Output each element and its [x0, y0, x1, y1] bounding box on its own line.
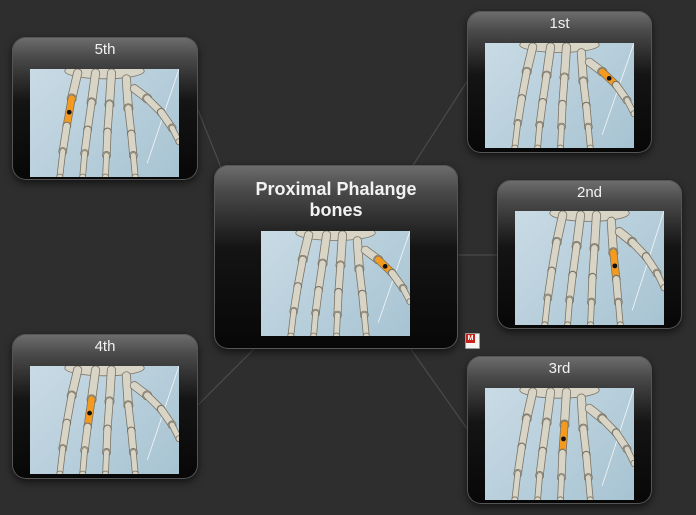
subtopic-label-2nd: 2nd [576, 184, 603, 201]
subtopic-node-5th[interactable]: 5th [12, 37, 198, 180]
document-attachment-icon[interactable]: M [465, 333, 480, 349]
hand-skeleton-image-ring [30, 366, 179, 474]
central-topic-node[interactable]: Proximal Phalange bones [214, 165, 458, 349]
subtopic-label-4th: 4th [94, 338, 116, 355]
hand-skeleton-image-index [515, 211, 664, 325]
subtopic-node-3rd[interactable]: 3rd [467, 356, 652, 504]
subtopic-node-2nd[interactable]: 2nd [497, 180, 682, 329]
hand-skeleton-image-middle [485, 388, 634, 500]
subtopic-node-4th[interactable]: 4th [12, 334, 198, 479]
central-topic-title: Proximal Phalange bones [255, 179, 417, 220]
subtopic-label-5th: 5th [94, 41, 116, 58]
subtopic-node-1st[interactable]: 1st [467, 11, 652, 153]
hand-skeleton-image-thumb [485, 43, 634, 148]
subtopic-label-3rd: 3rd [548, 360, 571, 377]
hand-skeleton-image [261, 231, 410, 336]
hand-skeleton-image-little [30, 69, 179, 177]
subtopic-label-1st: 1st [549, 15, 570, 32]
attachment-badge-text: M [466, 334, 475, 343]
